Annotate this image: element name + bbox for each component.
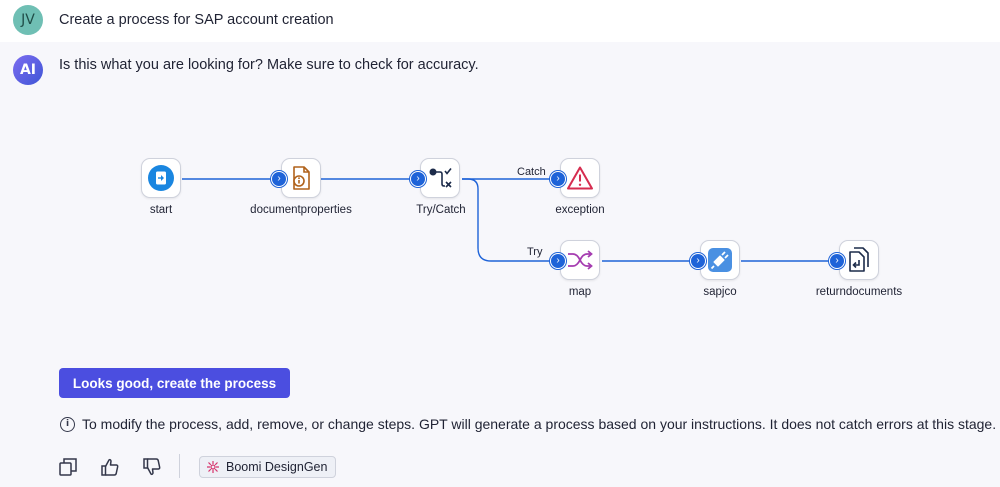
badge-label: Boomi DesignGen (226, 460, 328, 474)
node-label-documentproperties: documentproperties (250, 204, 352, 216)
user-avatar: JV (13, 5, 43, 35)
thumbs-down-icon[interactable] (142, 457, 162, 477)
input-port-exception[interactable]: › (550, 171, 566, 187)
node-documentproperties[interactable] (281, 158, 321, 198)
designgen-badge: Boomi DesignGen (199, 456, 337, 478)
node-map[interactable] (560, 240, 600, 280)
info-text: To modify the process, add, remove, or c… (82, 416, 997, 432)
edge-label-try: Try (527, 246, 543, 258)
edge-trycatch-map (462, 178, 550, 262)
copy-icon[interactable] (58, 457, 78, 477)
try-catch-icon (429, 168, 452, 188)
node-label-start: start (149, 204, 173, 216)
info-icon: i (60, 416, 75, 432)
input-port-sapjco[interactable]: › (690, 253, 706, 269)
node-exception[interactable] (560, 158, 600, 198)
document-properties-icon (293, 166, 310, 190)
user-message-text: Create a process for SAP account creatio… (59, 12, 334, 28)
node-label-exception: exception (555, 204, 605, 216)
plug-connector-icon (708, 248, 732, 272)
node-sapjco[interactable] (700, 240, 740, 280)
info-row: i To modify the process, add, remove, or… (60, 416, 996, 432)
ai-message-text: Is this what you are looking for? Make s… (59, 57, 479, 73)
input-port-returndocuments[interactable]: › (829, 253, 845, 269)
edge-label-catch: Catch (517, 166, 546, 178)
return-documents-icon (849, 247, 869, 272)
document-start-icon (148, 165, 174, 191)
node-start[interactable] (141, 158, 181, 198)
designgen-icon (207, 461, 219, 473)
ai-avatar: AI (13, 55, 43, 85)
create-process-button[interactable]: Looks good, create the process (59, 368, 290, 398)
shuffle-map-icon (568, 250, 593, 270)
input-port-documentproperties[interactable]: › (271, 171, 287, 187)
actions-divider (179, 454, 180, 478)
node-label-trycatch: Try/Catch (416, 204, 466, 216)
node-label-map: map (568, 286, 592, 298)
thumbs-up-icon[interactable] (100, 457, 120, 477)
node-returndocuments[interactable] (839, 240, 879, 280)
node-label-returndocuments: returndocuments (815, 286, 903, 298)
user-message-row: JV Create a process for SAP account crea… (0, 0, 1000, 42)
node-trycatch[interactable] (420, 158, 460, 198)
node-label-sapjco: sapjco (703, 286, 737, 298)
input-port-map[interactable]: › (550, 253, 566, 269)
input-port-trycatch[interactable]: › (410, 171, 426, 187)
warning-triangle-icon (567, 166, 593, 190)
